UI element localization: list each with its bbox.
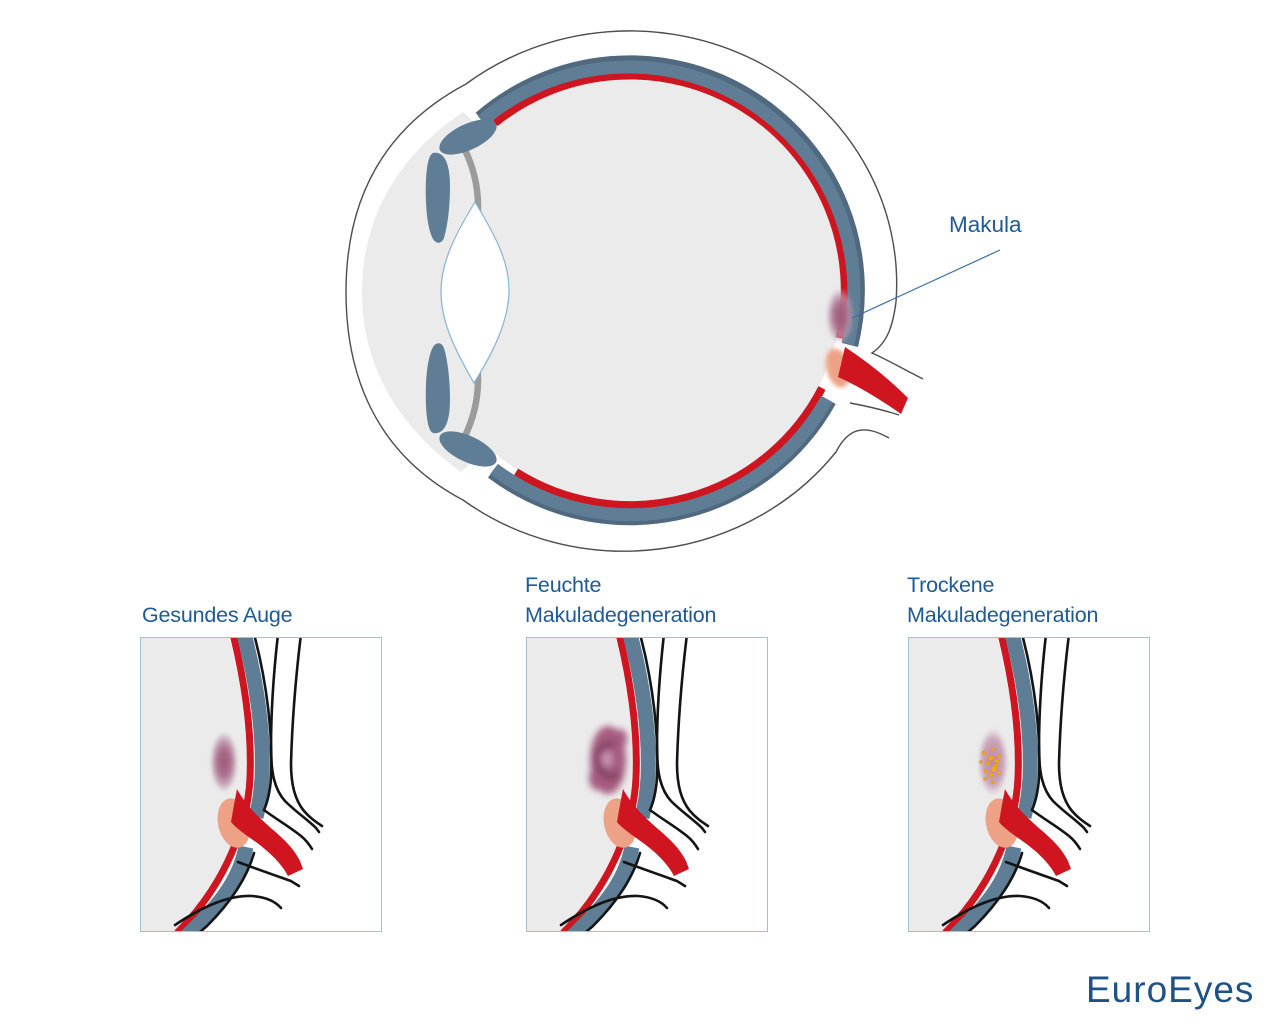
panel-dry-amd <box>908 637 1150 932</box>
macula-leader-line <box>851 249 1001 319</box>
optic-nerve <box>231 789 303 876</box>
sclera-outline <box>345 30 924 552</box>
retina-layer <box>174 638 254 931</box>
macula-spot <box>210 732 238 792</box>
retina-detail-drawing <box>141 638 324 931</box>
vitreous-body <box>909 638 1016 931</box>
ciliary-body <box>425 152 450 243</box>
sclera-choroid-band <box>181 638 270 931</box>
retina-detail-drawing <box>909 638 1092 931</box>
panel-title-line2: Gesundes Auge <box>142 603 293 627</box>
sclera-choroid-band <box>949 638 1038 931</box>
retina-layer <box>560 638 640 931</box>
iris-root <box>439 119 497 155</box>
sclera-outline-lines <box>941 638 1092 931</box>
panel-title-line1: Trockene <box>907 573 995 597</box>
lens <box>440 200 510 385</box>
vitreous-body <box>527 638 634 931</box>
panel-title-dry: Trockene Makuladegeneration <box>907 566 1163 630</box>
retina-detail-drawing <box>527 638 710 931</box>
euroeyes-logo: EuroEyes <box>1086 969 1255 1010</box>
sclera-choroid-band <box>567 638 656 931</box>
sclera-outline-lines <box>173 638 324 931</box>
panel-title-line1: Feuchte <box>525 573 602 597</box>
macula-wet-lesion <box>589 726 627 794</box>
optic-nerve <box>617 789 689 876</box>
optic-nerve <box>838 347 908 414</box>
vitreous-body <box>362 78 842 502</box>
vitreous-body <box>141 638 248 931</box>
macula-spot <box>826 289 854 343</box>
panel-title-line2: Makuladegeneration <box>907 603 1099 627</box>
sclera-outline-lines <box>559 638 710 931</box>
retina-layer <box>492 71 849 510</box>
optic-nerve <box>999 789 1071 876</box>
panel-healthy-eye <box>140 637 382 932</box>
panel-title-line2: Makuladegeneration <box>525 603 717 627</box>
retina-layer <box>942 638 1022 931</box>
nerve-sheath-line <box>849 402 900 416</box>
drusen-deposits <box>979 747 1001 784</box>
panel-wet-amd <box>526 637 768 932</box>
sclera-choroid-band <box>475 55 865 526</box>
macula-label: Makula <box>949 212 1022 237</box>
panel-title-healthy: Gesundes Auge <box>142 566 398 630</box>
panel-title-wet: Feuchte Makuladegeneration <box>525 566 781 630</box>
